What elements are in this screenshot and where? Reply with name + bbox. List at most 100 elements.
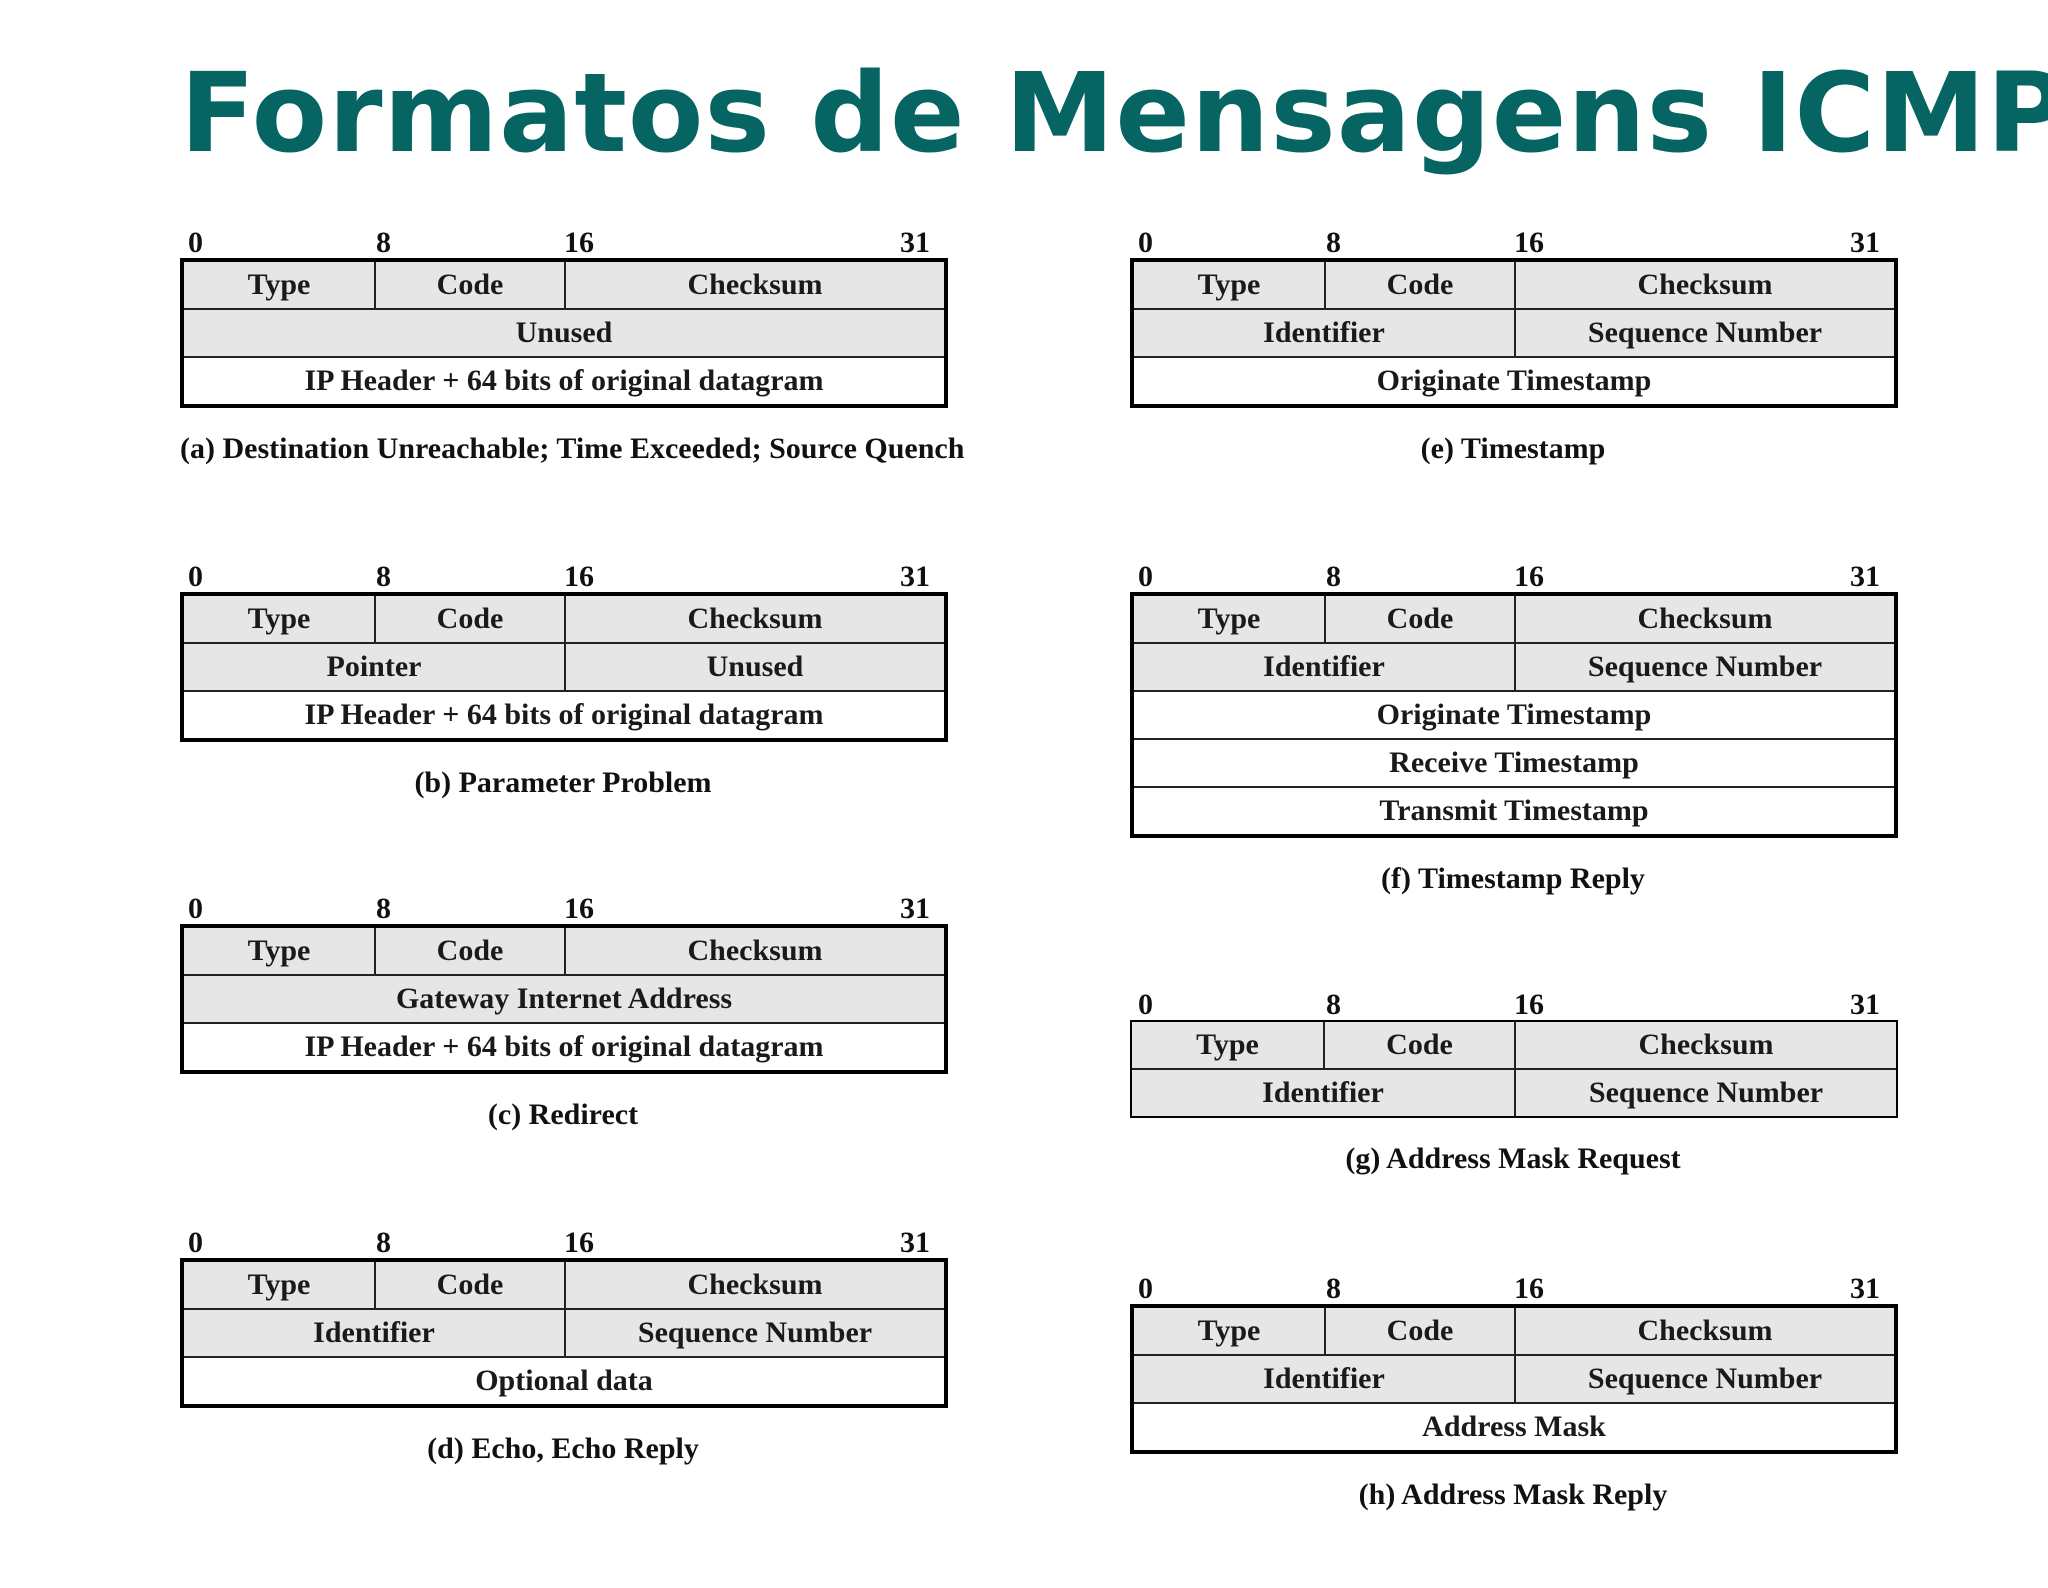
field-row: Identifier Sequence Number xyxy=(184,1308,944,1356)
diagram-caption: (g) Address Mask Request xyxy=(1345,1142,1681,1175)
diagram-caption: (h) Address Mask Reply xyxy=(1358,1478,1668,1511)
diagram-caption: (d) Echo, Echo Reply xyxy=(427,1432,699,1465)
field-cell: Type xyxy=(1197,602,1261,635)
field-cell: Identifier xyxy=(313,1316,435,1349)
field-cell: Checksum xyxy=(1514,1022,1896,1068)
field-row: Receive Timestamp xyxy=(1134,738,1894,786)
diagram-caption: (a) Destination Unreachable; Time Exceed… xyxy=(180,432,965,465)
field-cell: Type xyxy=(247,602,311,635)
bit-label: 31 xyxy=(1850,560,1880,593)
bit-label: 16 xyxy=(1514,560,1544,593)
bit-label: 16 xyxy=(564,560,594,593)
field-cell: Originate Timestamp xyxy=(1376,364,1652,397)
field-cell: IP Header + 64 bits of original datagram xyxy=(304,698,824,731)
bit-label: 31 xyxy=(1850,226,1880,259)
bit-label: 31 xyxy=(1850,1272,1880,1305)
field-row: Originate Timestamp xyxy=(1134,690,1894,738)
page-title: Formatos de Mensagens ICMP xyxy=(180,49,2048,177)
bit-label: 0 xyxy=(1138,226,1153,259)
bit-label: 0 xyxy=(188,892,203,925)
bit-label: 31 xyxy=(900,226,930,259)
field-row: Optional data xyxy=(184,1356,944,1404)
field-row: Address Mask xyxy=(1134,1402,1894,1450)
field-cell: IP Header + 64 bits of original datagram xyxy=(304,1030,824,1063)
field-cell: Checksum xyxy=(564,262,944,308)
field-row: Identifier Sequence Number xyxy=(1134,642,1894,690)
bit-ruler: 0 8 16 31 xyxy=(1130,556,1896,593)
bit-ruler: 0 8 16 31 xyxy=(180,1222,946,1259)
bit-label: 0 xyxy=(1138,560,1153,593)
diagram-caption: (b) Parameter Problem xyxy=(414,766,712,799)
field-cell: IP Header + 64 bits of original datagram xyxy=(304,364,824,397)
field-cell: Checksum xyxy=(1514,262,1894,308)
bit-ruler: 0 8 16 31 xyxy=(180,222,946,259)
field-row: Pointer Unused xyxy=(184,642,944,690)
field-cell: Checksum xyxy=(564,1262,944,1308)
bit-label: 31 xyxy=(900,892,930,925)
field-cell: Identifier xyxy=(1262,1076,1384,1109)
field-row: Gateway Internet Address xyxy=(184,974,944,1022)
field-cell: Type xyxy=(1196,1028,1259,1061)
diagram-caption: (c) Redirect xyxy=(487,1098,639,1131)
bit-label: 0 xyxy=(188,226,203,259)
field-cell: Identifier xyxy=(1263,316,1385,349)
field-cell: Checksum xyxy=(564,928,944,974)
field-cell: Code xyxy=(1324,262,1514,308)
bit-label: 16 xyxy=(564,226,594,259)
field-cell: Identifier xyxy=(1263,650,1385,683)
bit-label: 0 xyxy=(188,1226,203,1259)
field-cell: Pointer xyxy=(326,650,422,683)
bit-label: 8 xyxy=(376,226,391,259)
bit-label: 8 xyxy=(1326,988,1341,1021)
bit-label: 8 xyxy=(1326,560,1341,593)
bit-label: 8 xyxy=(376,1226,391,1259)
field-row: Identifier Sequence Number xyxy=(1134,1354,1894,1402)
field-cell: Identifier xyxy=(1263,1362,1385,1395)
field-row: Transmit Timestamp xyxy=(1134,786,1894,834)
field-row: IP Header + 64 bits of original datagram xyxy=(184,690,944,738)
field-row: Originate Timestamp xyxy=(1134,356,1894,404)
field-cell: Code xyxy=(1323,1022,1514,1068)
bit-label: 16 xyxy=(1514,226,1544,259)
bit-label: 16 xyxy=(1514,988,1544,1021)
field-cell: Code xyxy=(1324,596,1514,642)
bit-label: 31 xyxy=(1850,988,1880,1021)
field-cell: Sequence Number xyxy=(1514,1356,1894,1402)
bit-label: 31 xyxy=(900,1226,930,1259)
field-cell: Transmit Timestamp xyxy=(1379,794,1649,827)
bit-label: 0 xyxy=(1138,1272,1153,1305)
bit-label: 8 xyxy=(1326,1272,1341,1305)
field-cell: Sequence Number xyxy=(1514,644,1894,690)
bit-label: 16 xyxy=(564,1226,594,1259)
bit-label: 31 xyxy=(900,560,930,593)
field-cell: Checksum xyxy=(1514,1308,1894,1354)
field-cell: Unused xyxy=(515,316,613,349)
field-row: Unused xyxy=(184,308,944,356)
field-cell: Unused xyxy=(564,644,944,690)
field-row: IP Header + 64 bits of original datagram xyxy=(184,1022,944,1070)
bit-label: 8 xyxy=(376,560,391,593)
field-cell: Type xyxy=(247,268,311,301)
field-cell: Sequence Number xyxy=(564,1310,944,1356)
